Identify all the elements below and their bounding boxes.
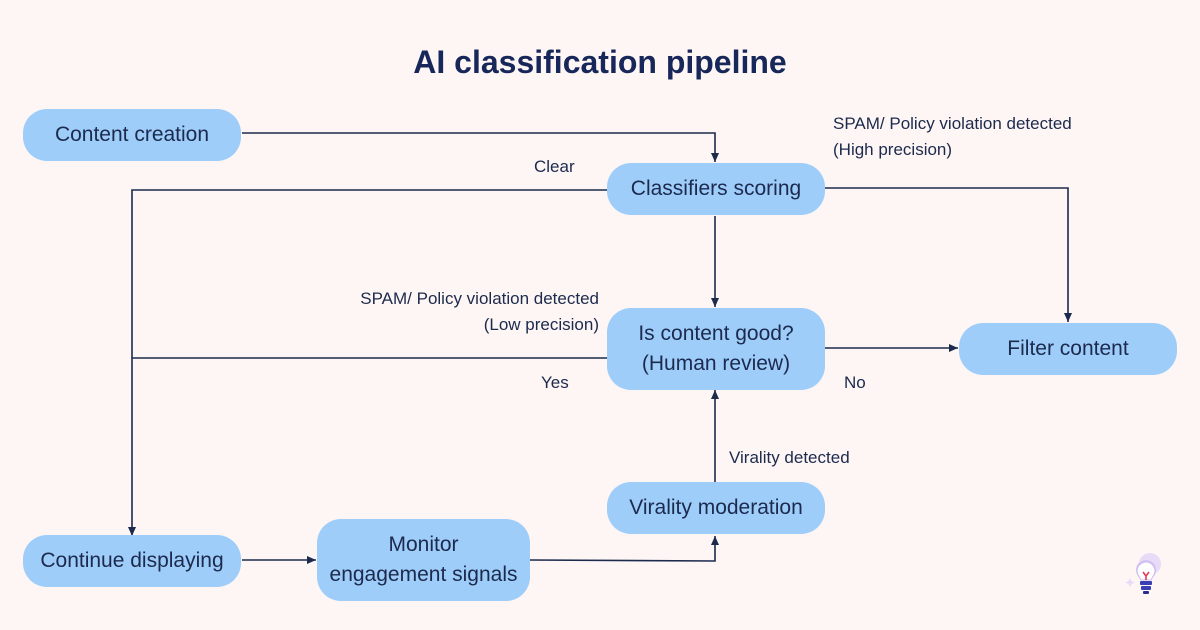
node-continue-displaying: Continue displaying [23, 535, 241, 587]
node-virality-moderation: Virality moderation [607, 482, 825, 534]
label-clear: Clear [534, 157, 575, 176]
node-monitor-engagement: Monitor engagement signals [317, 519, 530, 601]
edge-scoring-to-filter [825, 187, 1072, 322]
edge-scoring-to-continue [128, 189, 607, 536]
lightbulb-logo-icon [1124, 550, 1168, 600]
label-yes: Yes [541, 373, 569, 392]
edge-monitor-to-virality [529, 536, 719, 562]
label-high-precision: SPAM/ Policy violation detected (High pr… [833, 114, 1072, 159]
label-low-precision-line1: SPAM/ Policy violation detected [360, 289, 599, 308]
node-content-creation: Content creation [23, 109, 241, 161]
node-filter-content: Filter content [959, 323, 1177, 375]
node-classifiers-scoring: Classifiers scoring [607, 163, 825, 215]
diagram-title: AI classification pipeline [413, 44, 787, 80]
label-low-precision-line2: (Low precision) [483, 315, 599, 334]
edge-creation-to-scoring [242, 132, 719, 162]
node-human-review: Is content good? (Human review) [607, 308, 825, 390]
label-virality-detected: Virality detected [729, 448, 850, 467]
label-no: No [844, 373, 866, 392]
